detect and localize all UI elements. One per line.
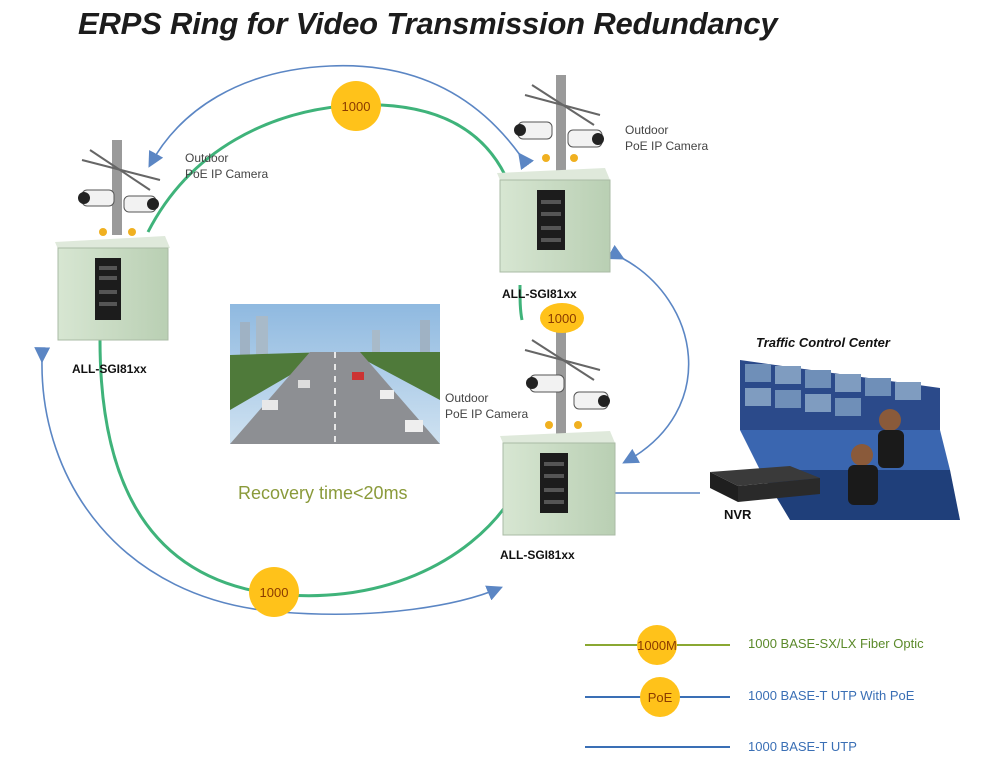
legend-text-utp: 1000 BASE-T UTP: [748, 739, 857, 754]
nvr-label: NVR: [724, 507, 752, 522]
switch-label-top: ALL-SGI81xx: [502, 287, 577, 301]
legend: 1000M PoE: [585, 625, 730, 748]
switch-cabinet-icon: [55, 236, 170, 341]
legend-text-fiber: 1000 BASE-SX/LX Fiber Optic: [748, 636, 924, 651]
speed-badge-right: 1000: [540, 303, 584, 333]
diagram-title: ERPS Ring for Video Transmission Redunda…: [78, 6, 778, 41]
legend-text-poe: 1000 BASE-T UTP With PoE: [748, 688, 915, 703]
node-top: [497, 75, 611, 273]
node-bottom: [500, 330, 616, 536]
nvr-icon: [710, 466, 820, 502]
svg-text:1000M: 1000M: [637, 638, 677, 653]
speed-badge-top: 1000: [331, 81, 381, 131]
operator-icon: [848, 409, 904, 505]
highway-photo: [230, 304, 440, 444]
camera-pole-icon: [524, 330, 610, 440]
switch-label-bottom: ALL-SGI81xx: [500, 548, 575, 562]
recovery-time-label: Recovery time<20ms: [238, 483, 408, 503]
node-left: [55, 140, 170, 341]
camera-pole-icon: [514, 75, 604, 175]
utp-arcs: [34, 64, 700, 616]
svg-text:1000: 1000: [260, 585, 289, 600]
switch-label-left: ALL-SGI81xx: [72, 362, 147, 376]
svg-text:1000: 1000: [342, 99, 371, 114]
svg-text:PoE: PoE: [648, 690, 673, 705]
control-center: [740, 360, 960, 520]
control-center-label: Traffic Control Center: [756, 335, 890, 350]
switch-cabinet-icon: [497, 168, 611, 273]
switch-cabinet-icon: [500, 431, 616, 536]
svg-text:1000: 1000: [548, 311, 577, 326]
camera-pole-icon: [78, 140, 161, 236]
speed-badge-bottom: 1000: [249, 567, 299, 617]
